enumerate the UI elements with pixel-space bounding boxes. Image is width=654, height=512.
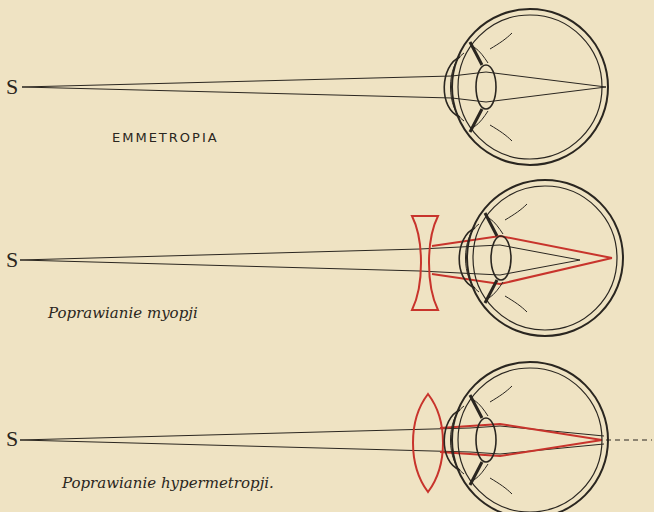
source-point: S <box>6 428 20 450</box>
source-point: S <box>6 76 20 98</box>
source-point: S <box>6 249 20 271</box>
figure-caption: Poprawianie hypermetropji. <box>62 476 274 491</box>
figure-caption: Poprawianie myopji <box>48 306 198 321</box>
figure-title: EMMETROPIA <box>112 131 219 144</box>
